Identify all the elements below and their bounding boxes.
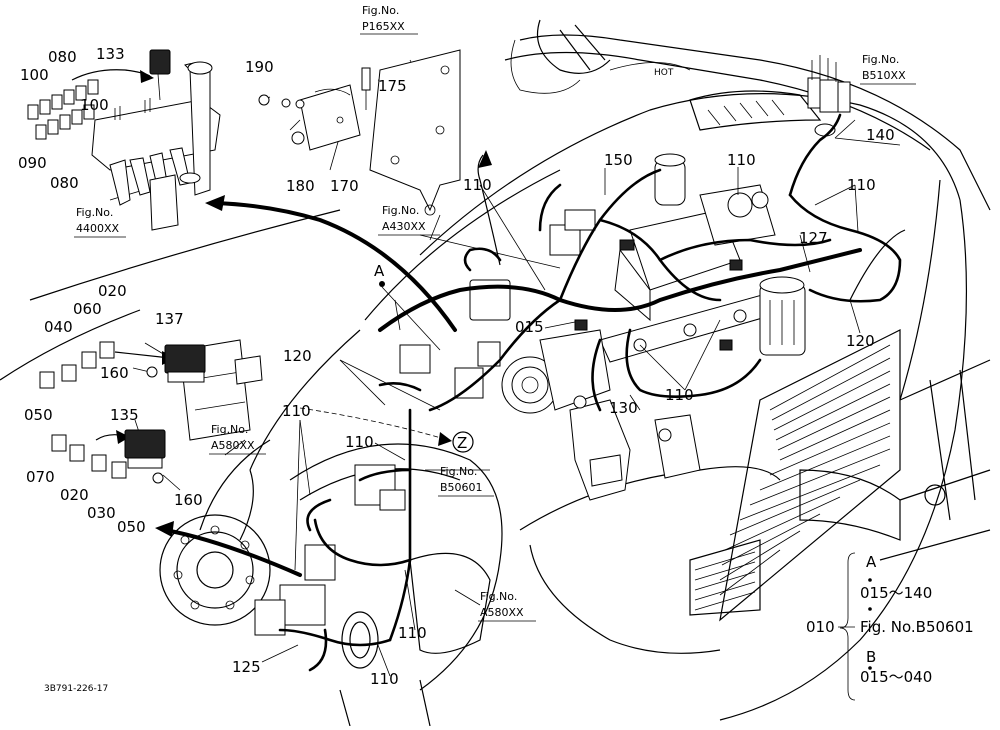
engine-components [254, 55, 851, 636]
part-label-110: 110 [282, 402, 311, 420]
part-label-060: 060 [73, 300, 102, 318]
part-label-110: 110 [463, 176, 492, 194]
part-label-120: 120 [846, 332, 875, 350]
part-label-110: 110 [345, 433, 374, 451]
part-label-090: 090 [18, 154, 47, 172]
part-label-135: 135 [110, 406, 139, 424]
point-a-marker: A [374, 262, 441, 351]
fig-ref-4400xx: Fig.No. 4400XX [74, 206, 126, 238]
part-label-170: 170 [330, 177, 359, 195]
svg-text:Fig.No.: Fig.No. [211, 423, 248, 436]
svg-text:Fig.No.: Fig.No. [76, 206, 113, 219]
part-label-050: 050 [24, 406, 53, 424]
fuse-box-inset-4400 [27, 49, 221, 231]
part-label-020: 020 [60, 486, 89, 504]
svg-text:P165XX: P165XX [362, 20, 405, 33]
svg-text:Fig.No.: Fig.No. [862, 53, 899, 66]
part-label-133: 133 [96, 45, 125, 63]
legend-root: 010 [806, 618, 835, 636]
part-label-110: 110 [370, 670, 399, 688]
fig-ref-b510xx: Fig.No. B510XX [860, 53, 916, 85]
part-label-150: 150 [604, 151, 633, 169]
fig-ref-a580xx-left: Fig.No. A580XX [209, 423, 266, 455]
svg-text:Fig.No.: Fig.No. [440, 465, 477, 478]
legend-fig-ref: Fig. No.B50601 [860, 618, 974, 636]
fig-ref-b50601: Fig.No. B50601 [438, 465, 494, 497]
part-label-080: 080 [48, 48, 77, 66]
svg-text:Fig.No.: Fig.No. [362, 4, 399, 17]
part-label-160: 160 [100, 364, 129, 382]
relay-inset-137 [39, 339, 263, 484]
svg-text:Fig.No.: Fig.No. [382, 204, 419, 217]
part-label-070: 070 [26, 468, 55, 486]
part-label-020: 020 [98, 282, 127, 300]
part-label-110: 110 [847, 176, 876, 194]
svg-text:B510XX: B510XX [862, 69, 906, 82]
fig-ref-a430xx: Fig.No. A430XX [378, 204, 440, 236]
svg-text:B50601: B50601 [440, 481, 483, 494]
part-label-110: 110 [665, 386, 694, 404]
part-label-180: 180 [286, 177, 315, 195]
part-label-100: 100 [80, 96, 109, 114]
part-label-015: 015 [515, 318, 544, 336]
part-label-175: 175 [378, 77, 407, 95]
point-z-marker: Z [452, 431, 474, 453]
part-label-160: 160 [174, 491, 203, 509]
svg-text:Z: Z [457, 434, 467, 452]
legend-a-range: 015～140 [860, 584, 932, 602]
part-label-120: 120 [283, 347, 312, 365]
part-label-030: 030 [87, 504, 116, 522]
svg-text:Fig.No.: Fig.No. [480, 590, 517, 603]
part-label-110: 110 [398, 624, 427, 642]
svg-text:HOT: HOT [654, 68, 674, 78]
fig-ref-a580xx-bottom: Fig.No. A580XX [478, 590, 536, 622]
fig-ref-p165xx: Fig.No. P165XX [360, 4, 418, 35]
assembly-legend: A 015～140 010 Fig. No.B50601 B 015～040 [806, 552, 974, 701]
svg-text:A430XX: A430XX [382, 220, 426, 233]
part-label-137: 137 [155, 310, 184, 328]
part-label-050: 050 [117, 518, 146, 536]
figure-references: Fig.No. P165XX Fig.No. B510XX Fig.No. A4… [74, 4, 916, 622]
document-code: 3B791-226-17 [44, 684, 108, 694]
part-label-125: 125 [232, 658, 261, 676]
callout-leaders [71, 59, 901, 677]
legend-a-label: A [866, 553, 877, 571]
svg-text:A580XX: A580XX [211, 439, 255, 452]
part-label-080: 080 [50, 174, 79, 192]
part-label-140: 140 [866, 126, 895, 144]
wiring-harness [278, 113, 902, 672]
svg-text:A: A [374, 262, 385, 280]
part-label-127: 127 [799, 229, 828, 247]
part-labels: 133 080 100 100 090 080 190 175 180 170 … [18, 45, 895, 688]
part-label-190: 190 [245, 58, 274, 76]
part-label-110: 110 [727, 151, 756, 169]
bracket-inset-p165 [258, 49, 461, 216]
part-label-040: 040 [44, 318, 73, 336]
svg-text:4400XX: 4400XX [76, 222, 120, 235]
part-label-130: 130 [609, 399, 638, 417]
svg-text:A580XX: A580XX [480, 606, 524, 619]
legend-b-label: B [866, 648, 876, 666]
part-label-100: 100 [20, 66, 49, 84]
legend-b-range: 015～040 [860, 668, 932, 686]
